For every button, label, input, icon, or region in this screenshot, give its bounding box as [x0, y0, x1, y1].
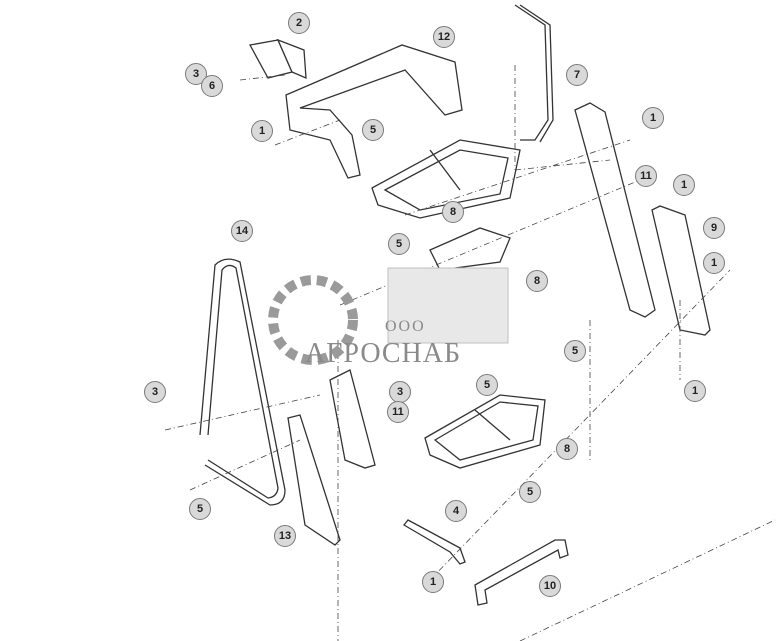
handrail-part-7 [514, 4, 554, 143]
step-part-8-top [371, 139, 521, 219]
callout-part-1[interactable]: 1 [703, 252, 725, 274]
callout-part-3[interactable]: 3 [389, 381, 411, 403]
callout-part-1[interactable]: 1 [684, 380, 706, 402]
plate-part-11-left [329, 369, 376, 469]
bracket-part-2 [248, 38, 307, 80]
callout-part-9[interactable]: 9 [703, 217, 725, 239]
callout-part-5[interactable]: 5 [189, 498, 211, 520]
callout-part-5[interactable]: 5 [476, 374, 498, 396]
callout-part-6[interactable]: 6 [201, 75, 223, 97]
plate-part-9 [651, 205, 711, 336]
callout-part-5[interactable]: 5 [388, 233, 410, 255]
callout-part-5[interactable]: 5 [519, 481, 541, 503]
callout-part-1[interactable]: 1 [673, 174, 695, 196]
plate-part-11-right [574, 102, 656, 318]
step-part-8-bottom [424, 394, 546, 469]
plate-part-13 [287, 414, 341, 546]
step-part-8-middle [429, 227, 511, 271]
callout-part-13[interactable]: 13 [274, 525, 296, 547]
handrail-part-14 [199, 258, 286, 506]
callout-part-1[interactable]: 1 [642, 107, 664, 129]
callout-part-14[interactable]: 14 [231, 220, 253, 242]
callout-part-12[interactable]: 12 [433, 26, 455, 48]
watermark-company-name: АГРОСНАБ [305, 338, 462, 369]
bracket-part-4 [403, 519, 466, 565]
watermark-prefix: ООО [385, 318, 426, 335]
callout-part-1[interactable]: 1 [422, 571, 444, 593]
callout-part-4[interactable]: 4 [445, 500, 467, 522]
callout-part-3[interactable]: 3 [144, 381, 166, 403]
bracket-part-10 [474, 539, 569, 606]
callout-part-5[interactable]: 5 [564, 340, 586, 362]
callout-part-11[interactable]: 11 [635, 165, 657, 187]
callout-part-2[interactable]: 2 [288, 12, 310, 34]
callout-part-1[interactable]: 1 [251, 120, 273, 142]
callout-part-8[interactable]: 8 [526, 270, 548, 292]
callout-part-8[interactable]: 8 [556, 438, 578, 460]
callout-part-7[interactable]: 7 [566, 64, 588, 86]
callout-part-8[interactable]: 8 [442, 201, 464, 223]
callout-part-5[interactable]: 5 [362, 119, 384, 141]
callout-part-10[interactable]: 10 [539, 575, 561, 597]
callout-part-11[interactable]: 11 [387, 401, 409, 423]
frame-part-12 [285, 44, 463, 179]
